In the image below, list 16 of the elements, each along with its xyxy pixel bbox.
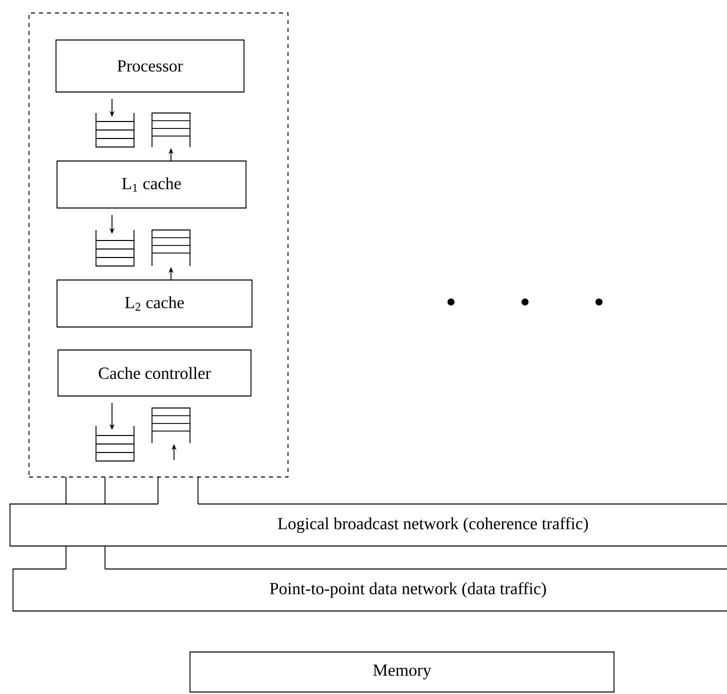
network-bar: Logical broadcast network (coherence traffic): [10, 504, 727, 546]
link-line: [104, 546, 106, 570]
queue-buffer: [96, 426, 134, 462]
queue-buffer: [152, 408, 190, 444]
network-bar: Point-to-point data network (data traffic): [12, 568, 727, 612]
processor-box: Processor: [56, 40, 244, 92]
dashed-container: [28, 12, 288, 478]
queue-buffer: [96, 112, 134, 148]
queue-buffer: [152, 230, 190, 266]
cache-box: Cache controller: [58, 350, 252, 396]
cache-box: L$_{2}$ cache: [56, 280, 252, 328]
queue-buffer: [152, 112, 190, 148]
memory-box: Memory: [190, 652, 614, 692]
queue-buffer: [96, 230, 134, 266]
link-line: [104, 476, 106, 504]
cache-box: L$_{1}$ cache: [56, 160, 246, 208]
